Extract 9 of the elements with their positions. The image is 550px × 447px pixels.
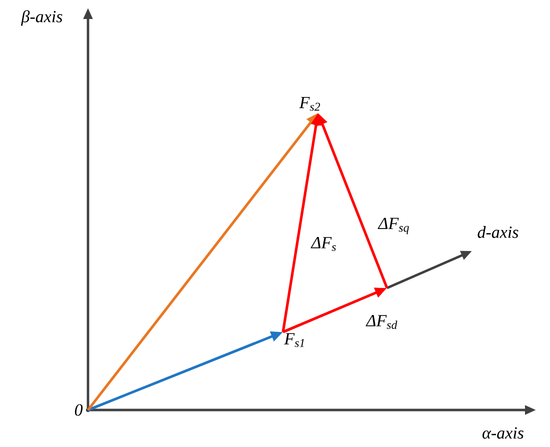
point-label: 0 <box>74 404 83 416</box>
edge-label: ΔF$_{s}$ <box>310 237 336 251</box>
point-label: F$_{s1}$ <box>284 333 304 348</box>
edge-label: ΔF$_{sq}$ <box>378 218 409 234</box>
axis-label: α-axis <box>482 427 524 439</box>
axis-label: d-axis <box>478 226 518 238</box>
point-label: F$_{s2}$ <box>299 96 320 111</box>
edge-label: ΔF$_{sd}$ <box>366 315 398 329</box>
axis-label: β-axis <box>20 10 62 26</box>
